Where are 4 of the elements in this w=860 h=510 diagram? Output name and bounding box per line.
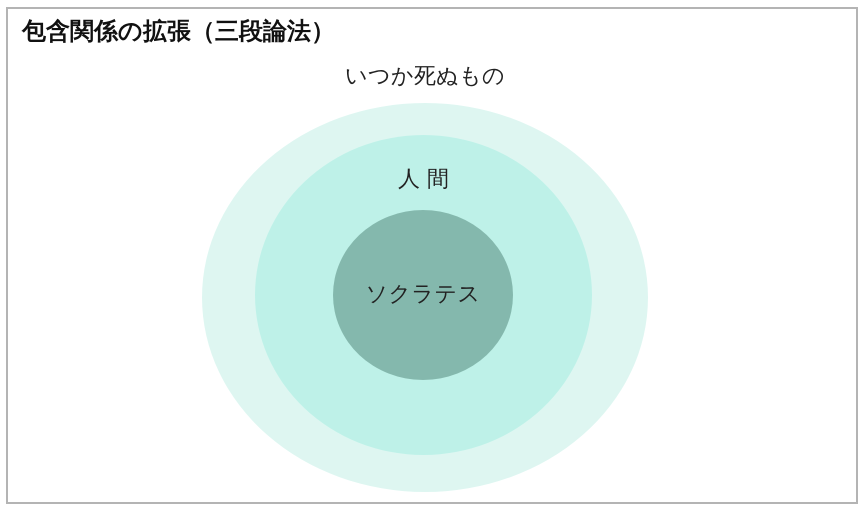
diagram-title: 包含関係の拡張（三段論法） [22, 17, 335, 46]
set-label: 人 間 [398, 167, 449, 194]
set-label: ソクラテス [366, 282, 480, 308]
set-label: いつか死ぬもの [345, 64, 505, 90]
